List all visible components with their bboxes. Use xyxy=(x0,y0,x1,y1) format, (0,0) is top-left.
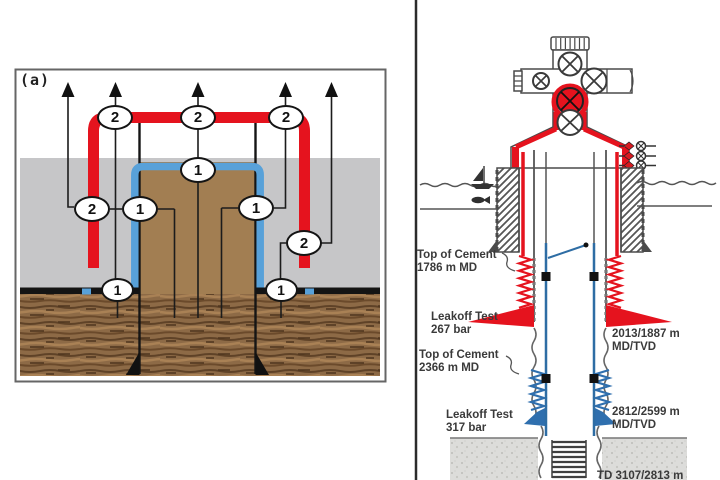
label-title: Leakoff Test xyxy=(431,311,498,323)
label-top-of-cement-2366: Top of Cement 2366 m MD xyxy=(419,349,499,374)
water-line xyxy=(636,180,717,186)
casing-shoe-blue xyxy=(524,408,545,426)
label-title: Top of Cement xyxy=(419,349,499,361)
label-title: Top of Cement xyxy=(417,249,497,261)
packer xyxy=(541,374,551,383)
label-leakoff-test-317: Leakoff Test 317 bar xyxy=(446,409,513,434)
seal-layer xyxy=(20,287,380,295)
sea-environment xyxy=(419,166,717,210)
panel-a-label: (a) xyxy=(20,71,51,89)
leak-marker-1: 1 xyxy=(238,195,274,221)
column-edge-lines xyxy=(126,112,269,375)
label-leaders xyxy=(501,252,520,375)
side-outlet-valve-icon xyxy=(619,140,656,152)
production-tubing xyxy=(541,152,599,438)
cement-coil-blue xyxy=(527,368,548,412)
leak-marker-2: 2 xyxy=(286,230,322,256)
label-shoe-2013: 2013/1887 m MD/TVD xyxy=(612,328,680,353)
intermediate-casing xyxy=(533,150,607,322)
label-total-depth: TD 3107/2813 m xyxy=(597,470,683,480)
swab-valve-icon xyxy=(557,51,583,77)
side-outlet-valves xyxy=(619,140,656,171)
seabed-line xyxy=(420,205,712,210)
open-hole-wall xyxy=(603,327,609,420)
sailboat-icon xyxy=(471,166,494,189)
leak-marker-1: 1 xyxy=(122,196,158,222)
label-title: TD 3107/2813 m xyxy=(597,470,684,480)
sand-screen xyxy=(551,440,587,479)
water-line xyxy=(419,182,498,188)
casing-strings xyxy=(468,150,672,426)
leak-marker-2: 2 xyxy=(180,104,216,130)
cement-coil-red xyxy=(605,254,625,309)
label-title: Leakoff Test xyxy=(446,409,513,421)
leak-marker-2: 2 xyxy=(97,104,133,130)
right-wing-valve-icon xyxy=(580,67,608,95)
fish-icon xyxy=(471,196,490,204)
formation-layer xyxy=(20,294,380,376)
label-value: MD/TVD xyxy=(612,418,657,431)
control-line xyxy=(547,244,587,259)
lower-master-valve-icon xyxy=(556,109,584,136)
packer xyxy=(589,272,599,281)
left-wing-valve-icon xyxy=(532,72,550,90)
leak-marker-1: 1 xyxy=(101,278,134,302)
label-top-of-cement-1786: Top of Cement 1786 m MD xyxy=(417,249,497,274)
leak-marker-1: 1 xyxy=(264,278,298,302)
cement-coil-blue xyxy=(592,368,613,412)
arrow-up-icon xyxy=(61,82,75,97)
label-leakoff-test-267: Leakoff Test 267 bar xyxy=(431,311,498,336)
tree-details xyxy=(514,38,634,93)
side-outlet-valve-icon xyxy=(619,150,656,162)
label-value: 267 bar xyxy=(431,323,472,336)
arrow-up-icon xyxy=(325,82,338,97)
label-title: 2812/2599 m xyxy=(612,406,680,418)
casing-shoe-red xyxy=(606,305,672,327)
tree-valves xyxy=(532,51,608,136)
label-value: MD/TVD xyxy=(612,340,657,353)
reservoir-section xyxy=(450,425,687,480)
packer xyxy=(589,374,599,383)
arrow-up-icon xyxy=(279,82,292,97)
packer xyxy=(541,272,551,281)
open-hole-wall xyxy=(531,327,537,420)
casing-shoe-red xyxy=(468,305,534,327)
leak-marker-1: 1 xyxy=(180,157,216,183)
label-value: 317 bar xyxy=(446,421,487,434)
panel-b-drawing xyxy=(419,36,717,480)
conductor-casing xyxy=(488,167,652,253)
casing-shoe-blue xyxy=(595,408,616,426)
label-shoe-2812: 2812/2599 m MD/TVD xyxy=(612,406,680,431)
arrow-up-icon xyxy=(109,82,122,97)
label-value: 2366 m MD xyxy=(419,361,480,374)
leak-marker-2: 2 xyxy=(268,104,304,130)
label-value: 1786 m MD xyxy=(417,261,478,274)
up-arrow-icons xyxy=(61,82,338,97)
leak-marker-2: 2 xyxy=(74,196,110,222)
arrow-up-icon xyxy=(191,82,205,97)
cement-coil-red xyxy=(515,254,535,309)
label-title: 2013/1887 m xyxy=(612,328,680,340)
